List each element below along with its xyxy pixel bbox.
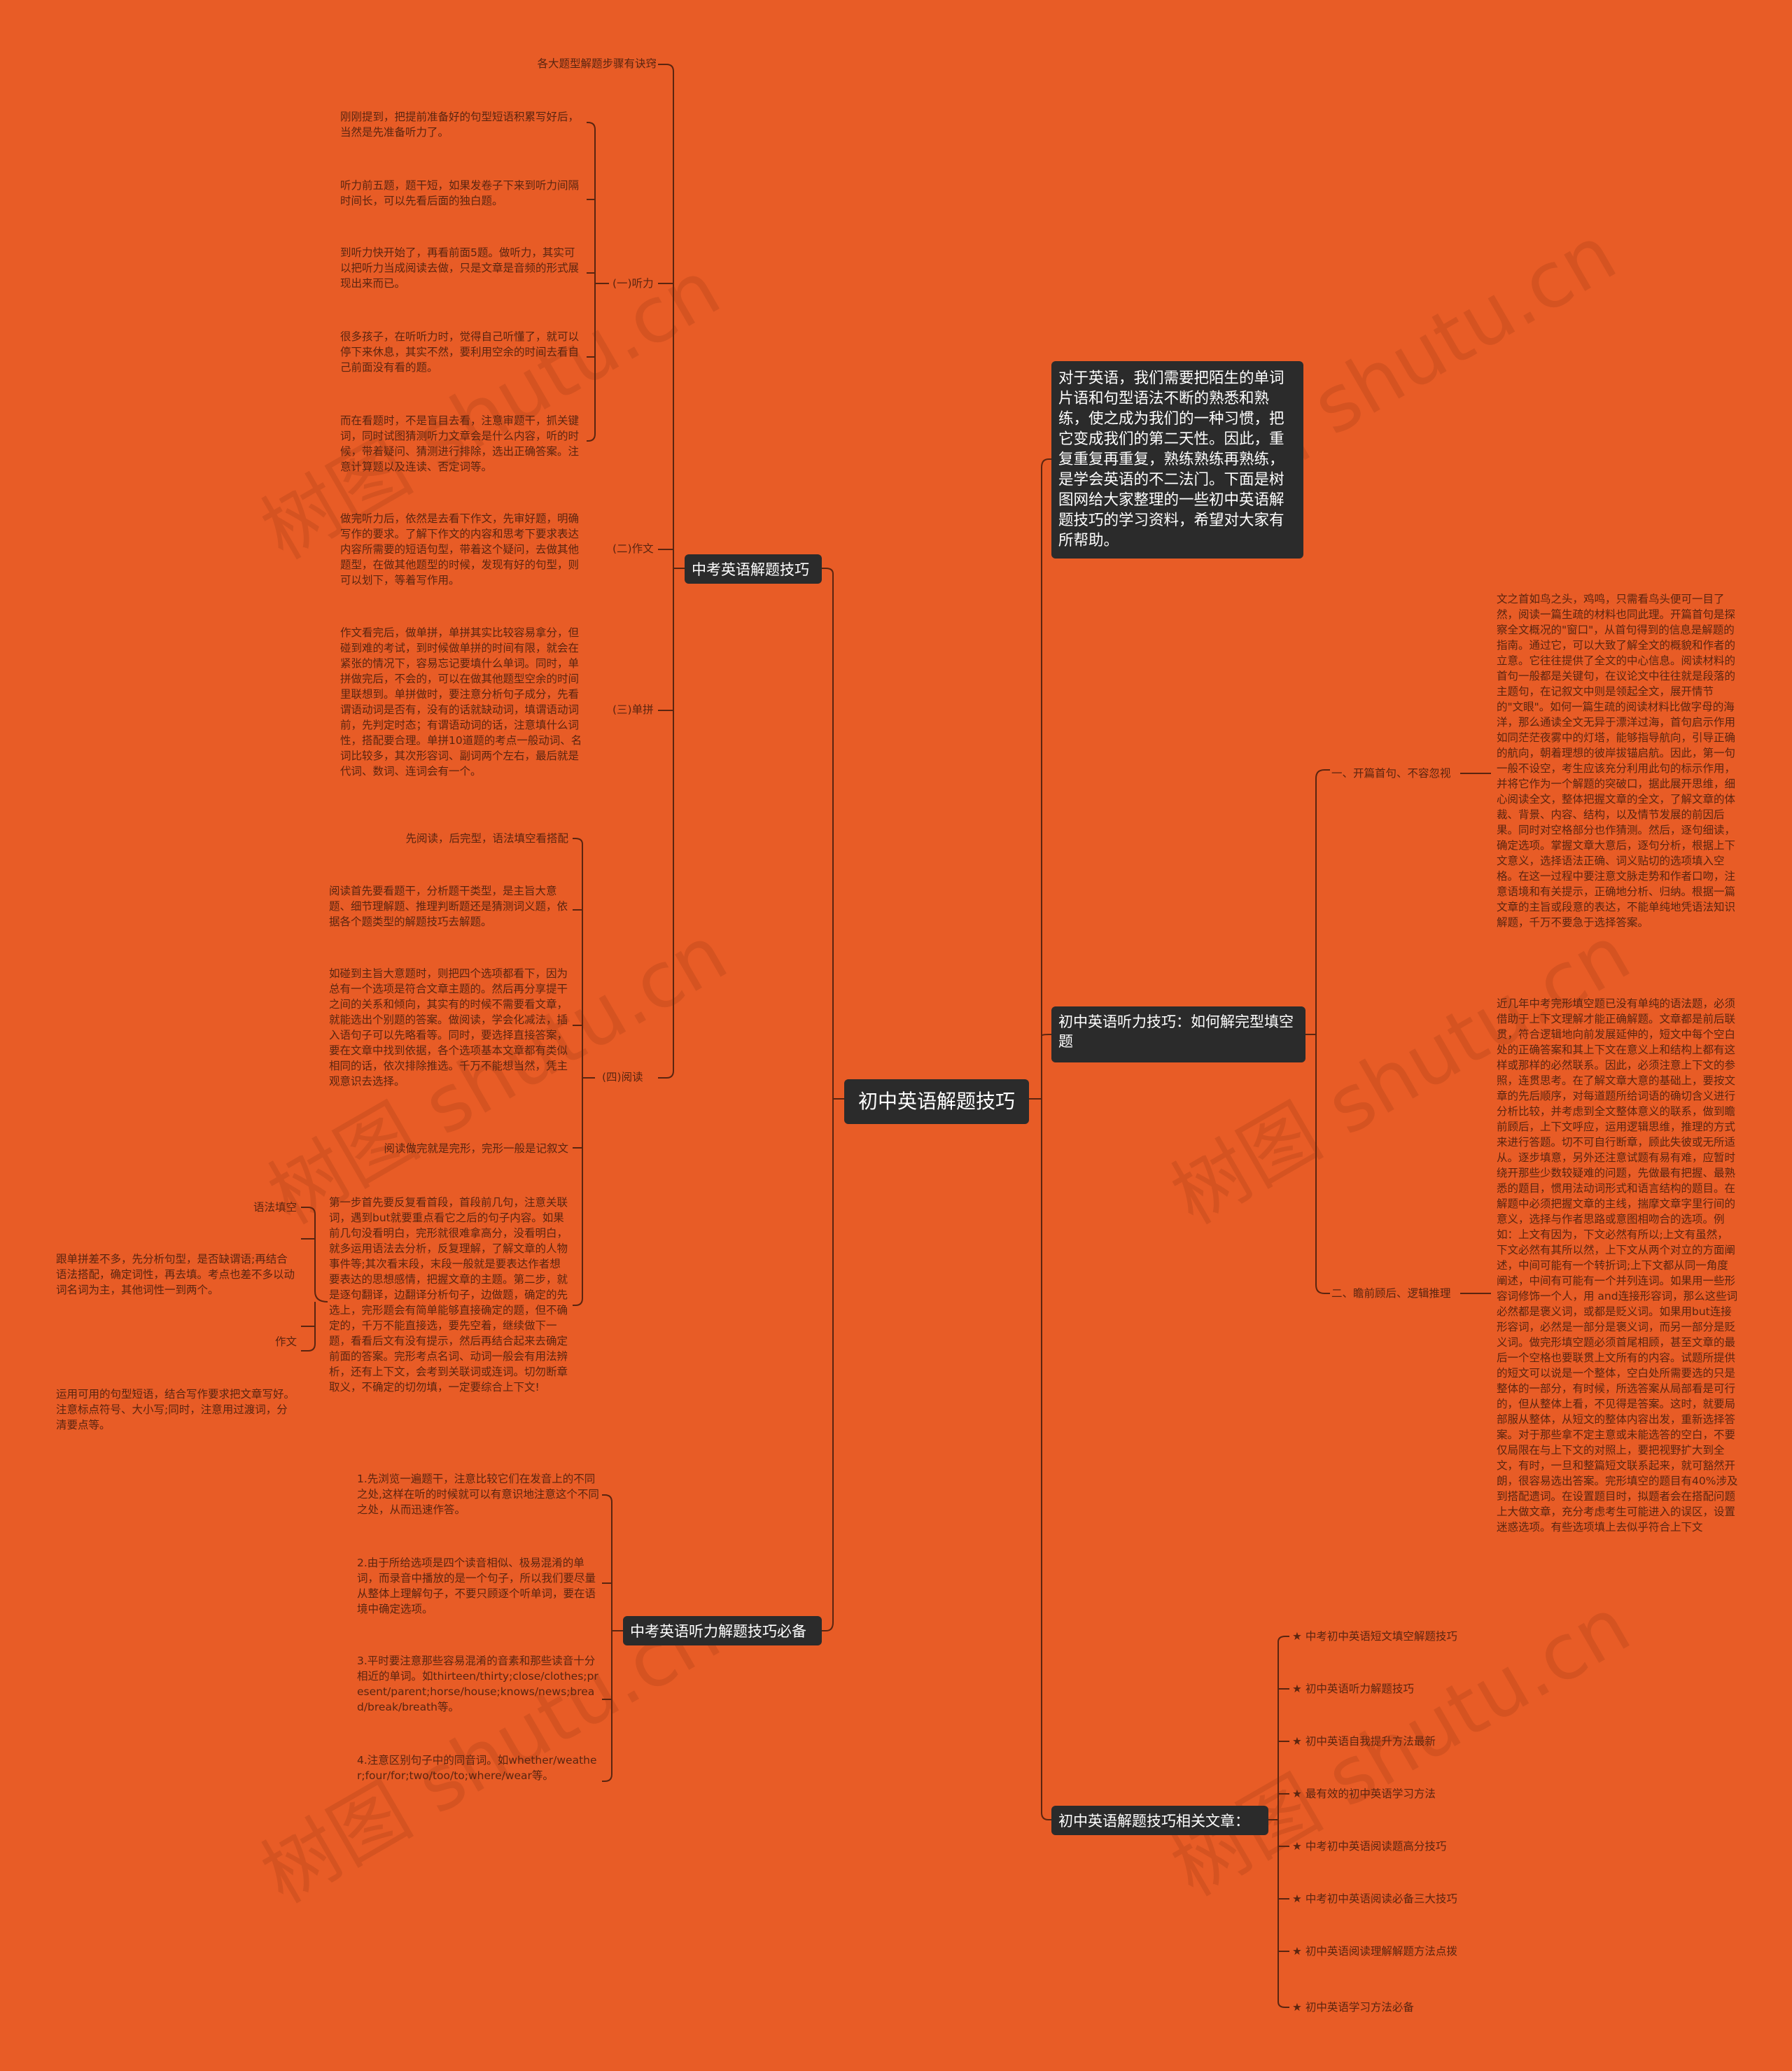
- cloze-writing-text: 运用可用的句型短语，结合写作要求把文章写好。注意标点符号、大小写;同时，注意用过…: [56, 1388, 295, 1431]
- listening-item-5: 而在看题时，不是盲目去看，注意审题干，抓关键词，同时试图猜测听力文章会是什么内容…: [340, 414, 580, 473]
- label-spelling: (三)单拼: [612, 703, 654, 716]
- section-2-text: 近几年中考完形填空题已没有单纯的语法题，必须借助于上下文理解才能正确解题。文章都…: [1497, 997, 1738, 1533]
- center-node[interactable]: 初中英语解题技巧: [844, 1079, 1029, 1124]
- related-item-5[interactable]: ★ 中考初中英语阅读题高分技巧: [1292, 1840, 1447, 1853]
- label-section-2: 二、瞻前顾后、逻辑推理: [1331, 1287, 1451, 1300]
- listening-must-item-3: 3.平时要注意那些容易混淆的音素和那些读音十分相近的单词。如thirteen/t…: [357, 1655, 598, 1713]
- reading-p2: 阅读首先要看题干，分析题干类型，是主旨大意题、细节理解题、推理判断题还是猜测词义…: [329, 885, 568, 928]
- label-listening: (一)听力: [612, 277, 654, 290]
- grammar-fill-text: 跟单拼差不多，先分析句型，是否缺谓语;再结合语法搭配，确定词性，再去填。考点也差…: [56, 1253, 295, 1296]
- branch-related-articles[interactable]: 初中英语解题技巧相关文章：: [1051, 1806, 1268, 1835]
- label-section-1: 一、开篇首句、不容忽视: [1331, 767, 1451, 780]
- branch-zhongkao-tips[interactable]: 中考英语解题技巧: [685, 554, 822, 584]
- related-item-2[interactable]: ★ 初中英语听力解题技巧: [1292, 1683, 1414, 1695]
- listening-item-3: 到听力快开始了，再看前面5题。做听力，其实可以把听力当成阅读去做，只是文章是音频…: [340, 246, 580, 290]
- label-cloze-writing: 作文: [274, 1335, 297, 1348]
- branch-cloze-tips[interactable]: 初中英语听力技巧：如何解完型填空题: [1051, 1006, 1306, 1062]
- listening-must-item-4: 4.注意区别句子中的同音词。如whether/weather;four/for;…: [357, 1754, 597, 1782]
- related-item-6[interactable]: ★ 中考初中英语阅读必备三大技巧: [1292, 1893, 1457, 1905]
- label-reading: (四)阅读: [602, 1071, 643, 1083]
- reading-p5: 第一步首先要反复看首段，首段前几句，注意关联词，遇到but就要重点看它之后的句子…: [329, 1196, 568, 1393]
- related-item-1[interactable]: ★ 中考初中英语短文填空解题技巧: [1292, 1630, 1457, 1643]
- reading-p3: 如碰到主旨大意题时，则把四个选项都看下，因为总有一个选项是符合文章主题的。然后再…: [329, 967, 568, 1088]
- listening-item-4: 很多孩子，在听听力时，觉得自己听懂了，就可以停下来休息，其实不然，要利用空余的时…: [340, 330, 580, 374]
- related-item-4[interactable]: ★ 最有效的初中英语学习方法: [1292, 1788, 1436, 1800]
- intro-node[interactable]: 对于英语，我们需要把陌生的单词片语和句型语法不断的熟悉和熟练，使之成为我们的一种…: [1051, 361, 1303, 559]
- label-writing: (二)作文: [612, 542, 654, 555]
- reading-p1: 先阅读，后完型，语法填空看搭配: [405, 832, 568, 845]
- related-item-8[interactable]: ★ 初中英语学习方法必备: [1292, 2001, 1414, 2014]
- writing-text: 做完听力后，依然是去看下作文，先审好题，明确写作的要求。了解下作文的内容和思考下…: [340, 512, 580, 587]
- listening-must-item-2: 2.由于所给选项是四个读音相似、极易混淆的单词，而录音中播放的是一个句子，所以我…: [357, 1557, 596, 1615]
- note-steps: 各大题型解题步骤有诀窍: [537, 57, 657, 70]
- related-item-3[interactable]: ★ 初中英语自我提升方法最新: [1292, 1735, 1436, 1748]
- listening-must-item-1: 1.先浏览一遍题干，注意比较它们在发音上的不同之处,这样在听的时候就可以有意识地…: [357, 1473, 599, 1516]
- section-1-text: 文之首如鸟之头，鸡鸣，只需看鸟头便可一目了然，阅读一篇生疏的材料也同此理。开篇首…: [1497, 593, 1736, 929]
- listening-item-2: 听力前五题，题干短，如果发卷子下来到听力间隔时间长，可以先看后面的独白题。: [340, 179, 580, 207]
- related-item-7[interactable]: ★ 初中英语阅读理解解题方法点拨: [1292, 1945, 1457, 1958]
- label-grammar-fill: 语法填空: [253, 1201, 297, 1214]
- branch-listening-must[interactable]: 中考英语听力解题技巧必备: [623, 1616, 822, 1645]
- reading-p4: 阅读做完就是完形，完形一般是记叙文: [384, 1142, 568, 1155]
- listening-item-1: 刚刚提到，把提前准备好的句型短语积累写好后，当然是先准备听力了。: [340, 111, 580, 139]
- spelling-text: 作文看完后，做单拼，单拼其实比较容易拿分，但碰到难的考试，到时候做单拼的时间有限…: [340, 626, 582, 778]
